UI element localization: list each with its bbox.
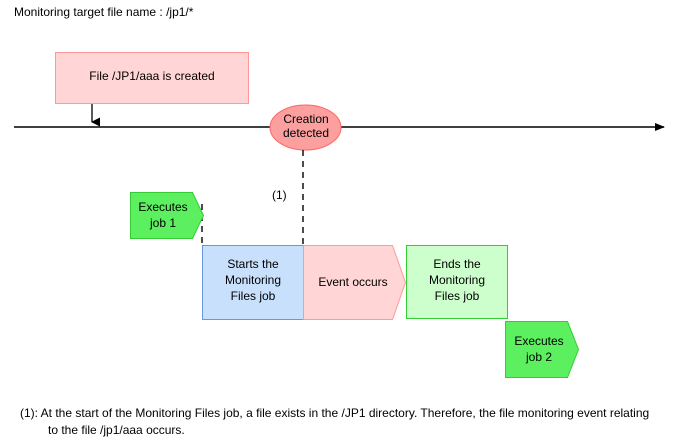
executes-job2-shape	[505, 321, 580, 378]
monitoring-target-caption: Monitoring target file name : /jp1/*	[14, 5, 194, 19]
event-occurs-shape	[303, 245, 407, 320]
footnote-text: At the start of the Monitoring Files job…	[40, 406, 650, 437]
footnote: (1): At the start of the Monitoring File…	[20, 405, 660, 439]
ends-monitoring-files-job-box	[406, 245, 508, 319]
footnote-marker: (1):	[20, 406, 38, 420]
file-created-box	[55, 52, 249, 104]
creation-detected-ellipse	[269, 104, 342, 151]
executes-job1-shape	[130, 192, 205, 239]
starts-monitoring-files-job-box	[202, 245, 304, 320]
